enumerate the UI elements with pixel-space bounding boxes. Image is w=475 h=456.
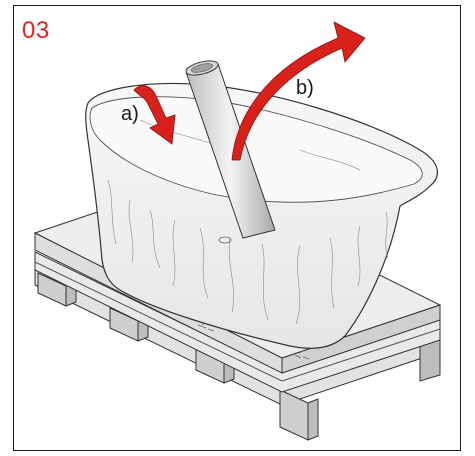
lift-out-arrow-b-icon xyxy=(231,21,366,161)
cardboard-tube-icon xyxy=(185,60,276,239)
label-a: a) xyxy=(121,103,139,125)
remove-arrow-a-icon xyxy=(133,85,176,145)
label-b: b) xyxy=(296,77,314,99)
step-number: 03 xyxy=(22,17,50,44)
